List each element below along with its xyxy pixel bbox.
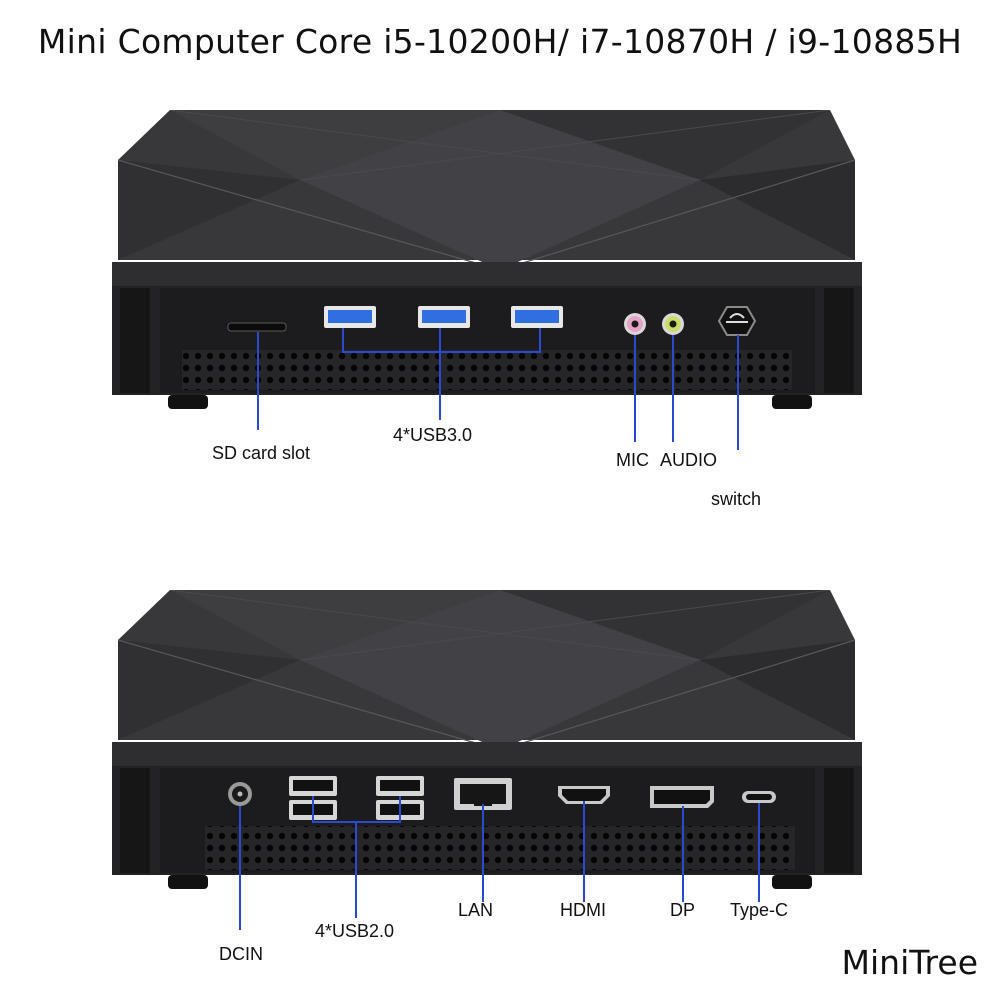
usb2-label: 4*USB2.0 [315, 921, 395, 941]
hdmi-port [558, 786, 610, 804]
rear-callouts [239, 796, 760, 930]
dp-label: DP [670, 900, 696, 920]
displayport-port [650, 786, 714, 808]
usb2-port [289, 776, 337, 796]
vent-grille [182, 350, 792, 390]
usb2-port [376, 776, 424, 796]
audio-label: AUDIO [660, 450, 718, 470]
mic-label: MIC [616, 450, 649, 470]
hdmi-label: HDMI [560, 900, 606, 920]
vent-grille [205, 826, 795, 870]
sd-card-label: SD card slot [212, 443, 311, 463]
usb3-port [418, 306, 470, 328]
switch-label: switch [711, 489, 762, 509]
audio-jack [662, 313, 684, 335]
typec-label: Type-C [730, 900, 789, 920]
mic-jack [624, 313, 646, 335]
rear-device-illustration [112, 590, 862, 930]
usb3-label: 4*USB3.0 [393, 425, 473, 445]
typec-port [742, 791, 776, 803]
lan-port [454, 778, 512, 810]
dc-in-jack [228, 782, 252, 806]
power-switch [717, 306, 757, 336]
dcin-label: DCIN [219, 944, 263, 964]
sd-card-slot [227, 322, 287, 332]
usb3-port [324, 306, 376, 328]
brand-name: MiniTree [841, 943, 978, 982]
usb3-port [511, 306, 563, 328]
rear-view [0, 590, 1000, 930]
page-title: Mini Computer Core i5-10200H/ i7-10870H … [37, 22, 963, 61]
front-callouts [257, 328, 739, 450]
lan-label: LAN [458, 900, 494, 920]
front-view [0, 110, 1000, 450]
front-device-illustration [112, 110, 862, 450]
